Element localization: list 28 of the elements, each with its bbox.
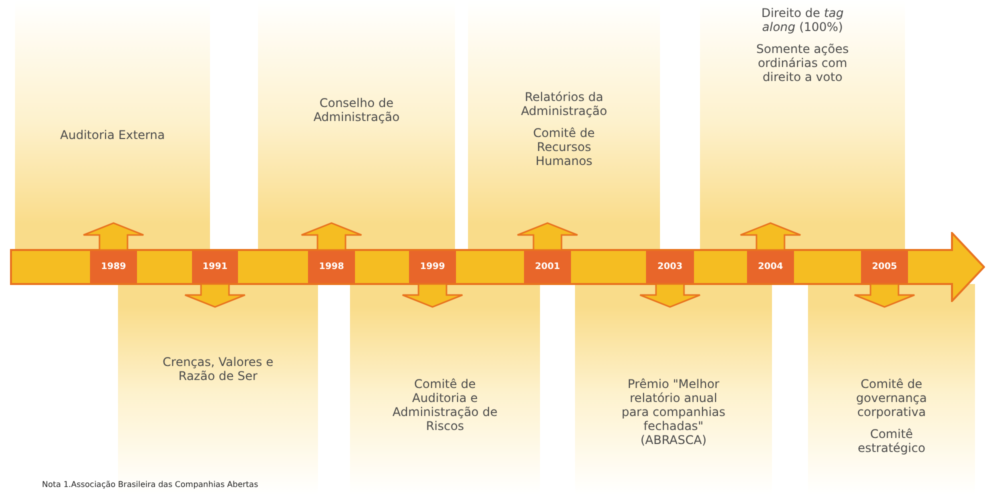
year-marker: 1999 <box>409 251 456 283</box>
block-arrow <box>639 283 701 308</box>
event-text: Prêmio "Melhor relatório anual para companhias fechadas" (ABRASCA) <box>620 377 726 447</box>
year-marker: 2005 <box>861 251 908 283</box>
block-arrow <box>184 283 246 308</box>
year-marker: 2001 <box>524 251 571 283</box>
block-arrow <box>740 222 802 251</box>
block-arrow <box>82 222 144 251</box>
block-arrow <box>516 222 578 251</box>
event-text: Comitê estratégico <box>856 427 926 455</box>
event-text: Somente ações ordinárias com direito a voto <box>755 42 850 84</box>
year-marker: 1991 <box>192 251 238 283</box>
event-text: Relatórios da Administração <box>520 90 608 118</box>
event-text: Conselho de Administração <box>312 96 401 124</box>
year-marker: 1998 <box>308 251 355 283</box>
block-arrow <box>300 222 362 251</box>
event-text: Comitê de governança corporativa <box>855 377 928 419</box>
footnote: Nota 1.Associação Brasileira das Companhias Abertas <box>42 480 258 489</box>
event-text: Comitê de Recursos Humanos <box>532 126 596 168</box>
year-marker: 2003 <box>646 251 694 283</box>
year-marker: 1989 <box>90 251 137 283</box>
event-text: Direito de tag along (100%) <box>760 6 845 34</box>
event-text: Crenças, Valores e Razão de Ser <box>162 355 274 383</box>
event-text: Auditoria Externa <box>60 128 165 142</box>
block-arrow <box>402 283 464 308</box>
block-arrow <box>854 283 916 308</box>
year-marker: 2004 <box>747 251 794 283</box>
event-text: Comitê de Auditoria e Administração de Riscos <box>392 377 498 433</box>
